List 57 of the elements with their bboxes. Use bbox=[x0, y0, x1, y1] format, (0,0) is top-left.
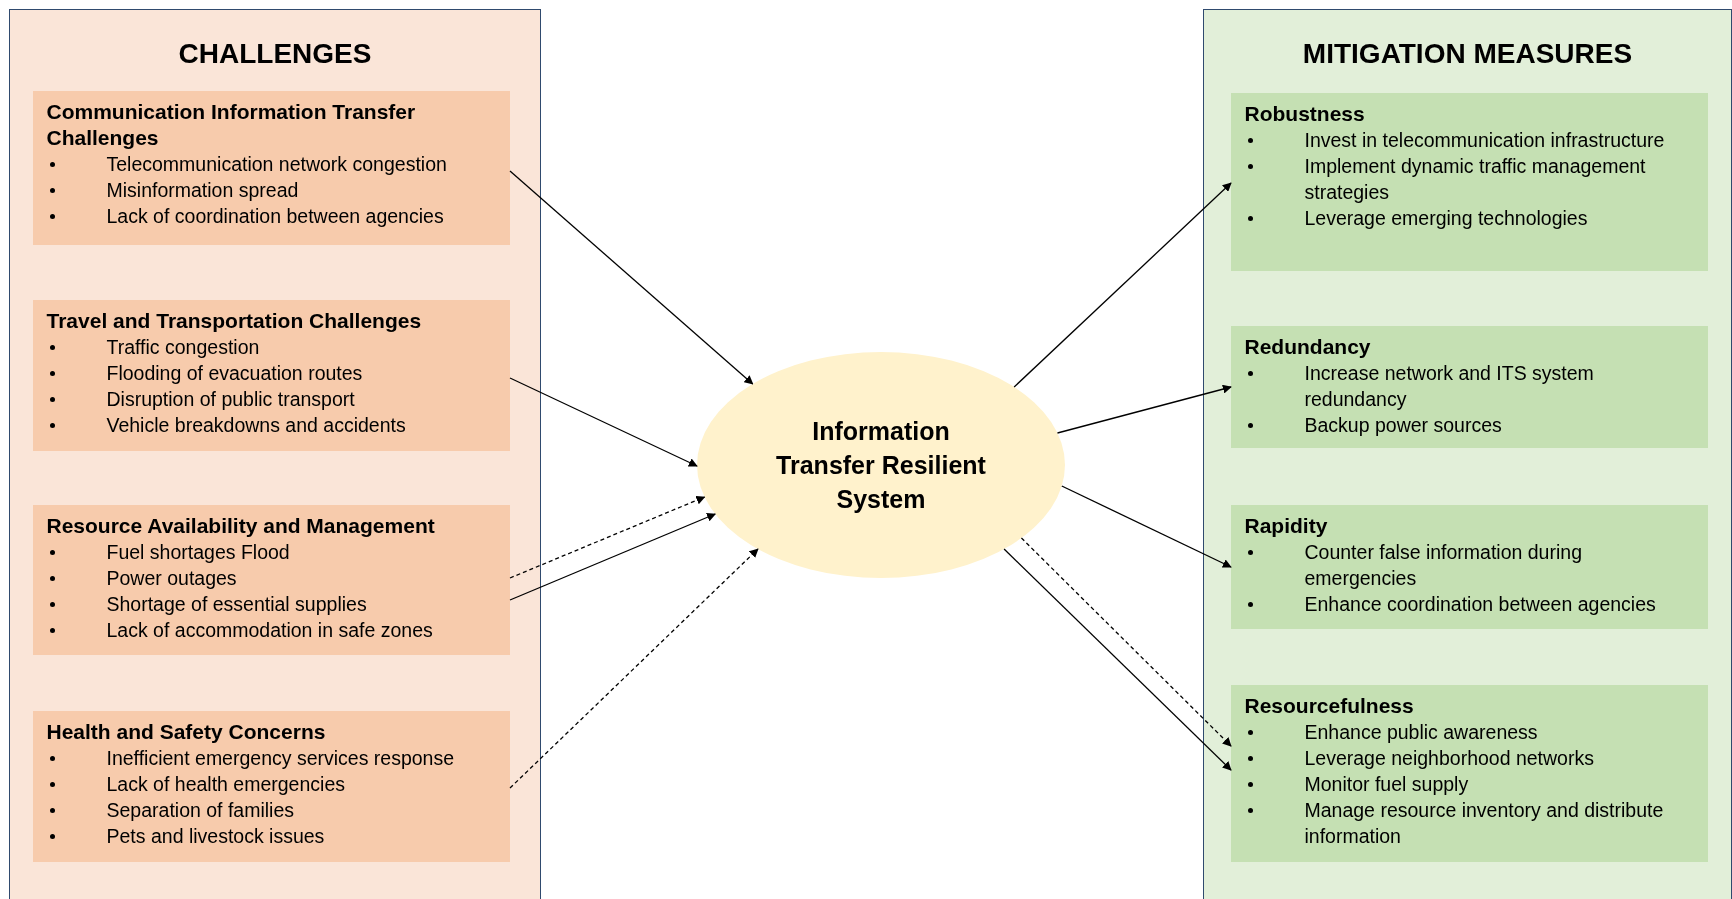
measure-card bbox=[1230, 684, 1708, 862]
panel-title: CHALLENGES bbox=[178, 38, 372, 70]
arrow bbox=[509, 548, 759, 789]
bullet-text: Lack of accommodation in safe zones bbox=[106, 618, 433, 641]
card-heading: Resource Availability and Management bbox=[46, 512, 436, 539]
arrow bbox=[1013, 182, 1232, 388]
measures-panel bbox=[1203, 9, 1732, 899]
bullet-text: Separation of families bbox=[106, 798, 295, 821]
card-heading: Resourcefulness bbox=[1244, 692, 1415, 719]
card-heading: Robustness bbox=[1244, 100, 1366, 127]
bullet-text: Counter false information during emergencies bbox=[1304, 540, 1582, 589]
arrow bbox=[509, 513, 717, 601]
challenge-card bbox=[32, 504, 510, 655]
bullet-text: Enhance public awareness bbox=[1304, 720, 1538, 743]
bullet-text: Invest in telecommunication infrastructure bbox=[1304, 128, 1665, 151]
bullet-text: Leverage emerging technologies bbox=[1304, 206, 1588, 229]
bullet-text: Flooding of evacuation routes bbox=[106, 361, 363, 384]
bullet-text: Inefficient emergency services response bbox=[106, 746, 455, 769]
arrow bbox=[1020, 537, 1232, 747]
arrow bbox=[1061, 485, 1232, 568]
bullet-text: Lack of health emergencies bbox=[106, 772, 345, 795]
bullet-text: Increase network and ITS system redundancy bbox=[1304, 361, 1594, 410]
arrow bbox=[1003, 548, 1232, 771]
bullet-text: Power outages bbox=[106, 566, 237, 589]
arrow bbox=[509, 377, 698, 467]
challenge-card bbox=[32, 90, 510, 245]
arrow bbox=[509, 170, 754, 385]
bullet-text: Lack of coordination between agencies bbox=[106, 204, 444, 227]
system-label: Information Transfer Resilient System bbox=[775, 416, 987, 515]
challenges-panel bbox=[9, 9, 541, 899]
bullet-text: Vehicle breakdowns and accidents bbox=[106, 413, 406, 436]
bullet-text: Backup power sources bbox=[1304, 413, 1502, 436]
bullet-text: Pets and livestock issues bbox=[106, 824, 325, 847]
measure-card bbox=[1230, 504, 1708, 629]
card-heading: Rapidity bbox=[1244, 512, 1329, 539]
card-heading: Communication Information Transfer Challenges bbox=[46, 98, 417, 151]
bullet-text: Traffic congestion bbox=[106, 335, 260, 358]
panel-title: MITIGATION MEASURES bbox=[1302, 38, 1633, 70]
bullet-text: Disruption of public transport bbox=[106, 387, 355, 410]
bullet-text: Shortage of essential supplies bbox=[106, 592, 367, 615]
bullet-text: Leverage neighborhood networks bbox=[1304, 746, 1594, 769]
arrow bbox=[1056, 384, 1232, 434]
card-heading: Redundancy bbox=[1244, 333, 1372, 360]
bullet-text: Telecommunication network congestion bbox=[106, 152, 447, 175]
card-heading: Health and Safety Concerns bbox=[46, 718, 327, 745]
measure-card bbox=[1230, 325, 1708, 448]
challenge-card bbox=[32, 710, 510, 862]
bullet-text: Misinformation spread bbox=[106, 178, 299, 201]
bullet-text: Implement dynamic traffic management strategies bbox=[1304, 154, 1646, 203]
bullet-text: Enhance coordination between agencies bbox=[1304, 592, 1656, 615]
bullet-text: Monitor fuel supply bbox=[1304, 772, 1469, 795]
bullet-text: Fuel shortages Flood bbox=[106, 540, 290, 563]
measure-card bbox=[1230, 92, 1708, 271]
card-heading: Travel and Transportation Challenges bbox=[46, 307, 423, 334]
bullet-text: Manage resource inventory and distribute information bbox=[1304, 798, 1664, 847]
challenge-card bbox=[32, 299, 510, 451]
arrow bbox=[509, 495, 706, 579]
